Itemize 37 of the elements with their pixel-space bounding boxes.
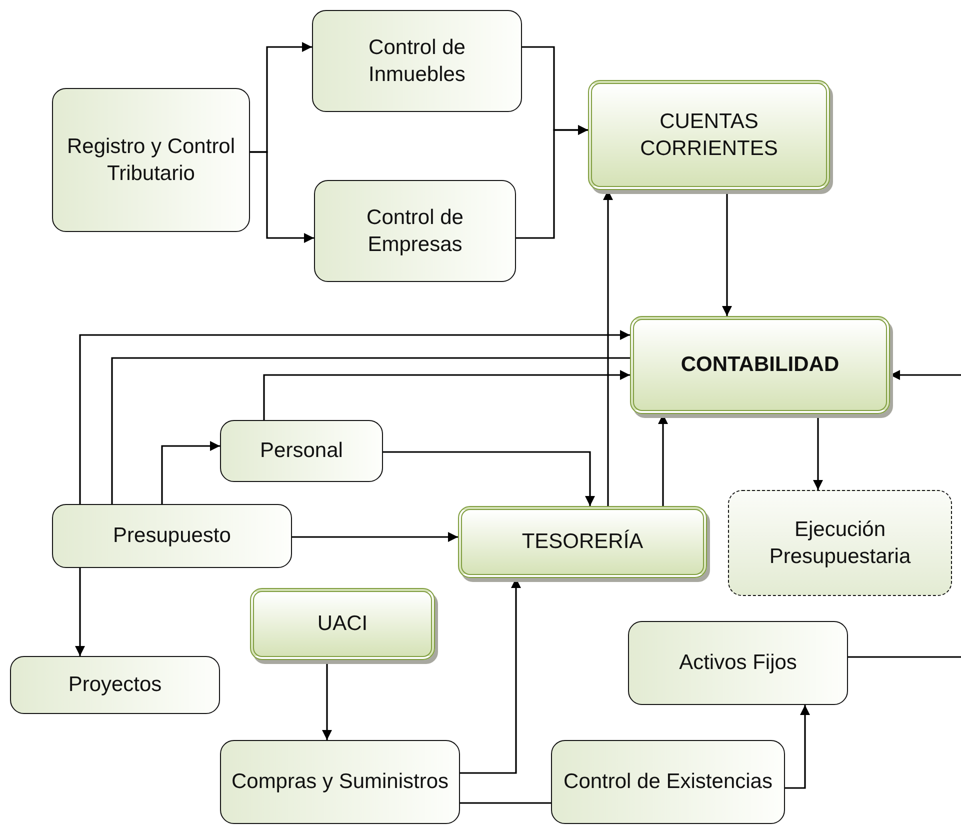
node-label: TESORERÍA [522,528,644,556]
arrow [383,451,595,506]
node-label: Personal [260,438,343,464]
arrow [250,151,314,243]
arrow [516,125,588,239]
node-label: Control de Inmuebles [368,34,466,88]
arrow [79,330,630,504]
process-box [314,180,516,282]
process-box [312,10,522,112]
node-label: Control de Empresas [366,204,464,258]
connector-line [460,802,551,804]
node-label: Registro y Control Tributario [66,134,236,187]
node-label: Proyectos [68,672,162,698]
node-label: Presupuesto [113,523,231,550]
node-label: Control de Existencias [564,769,772,796]
node-label: Activos Fijos [679,650,797,676]
process-box [52,504,292,568]
node-label: CUENTAS CORRIENTES [639,108,779,162]
arrow [263,370,630,420]
process-box [551,740,785,824]
arrow [785,705,810,789]
connector-line [848,656,961,658]
arrow [890,370,961,380]
connector-line [111,357,630,504]
node-label: CONTABILIDAD [680,352,840,378]
arrow [292,532,458,542]
process-box [52,88,250,232]
node-label: Ejecución Presupuestaria [768,516,912,570]
node-label: UACI [317,611,368,638]
process-box [10,656,220,714]
arrow [161,441,220,504]
process-box [220,740,460,824]
process-box [628,621,848,705]
process-box [220,420,383,482]
dashed-process-box [728,490,952,596]
arrow [75,568,85,656]
node-label: Compras y Suministros [231,769,449,796]
